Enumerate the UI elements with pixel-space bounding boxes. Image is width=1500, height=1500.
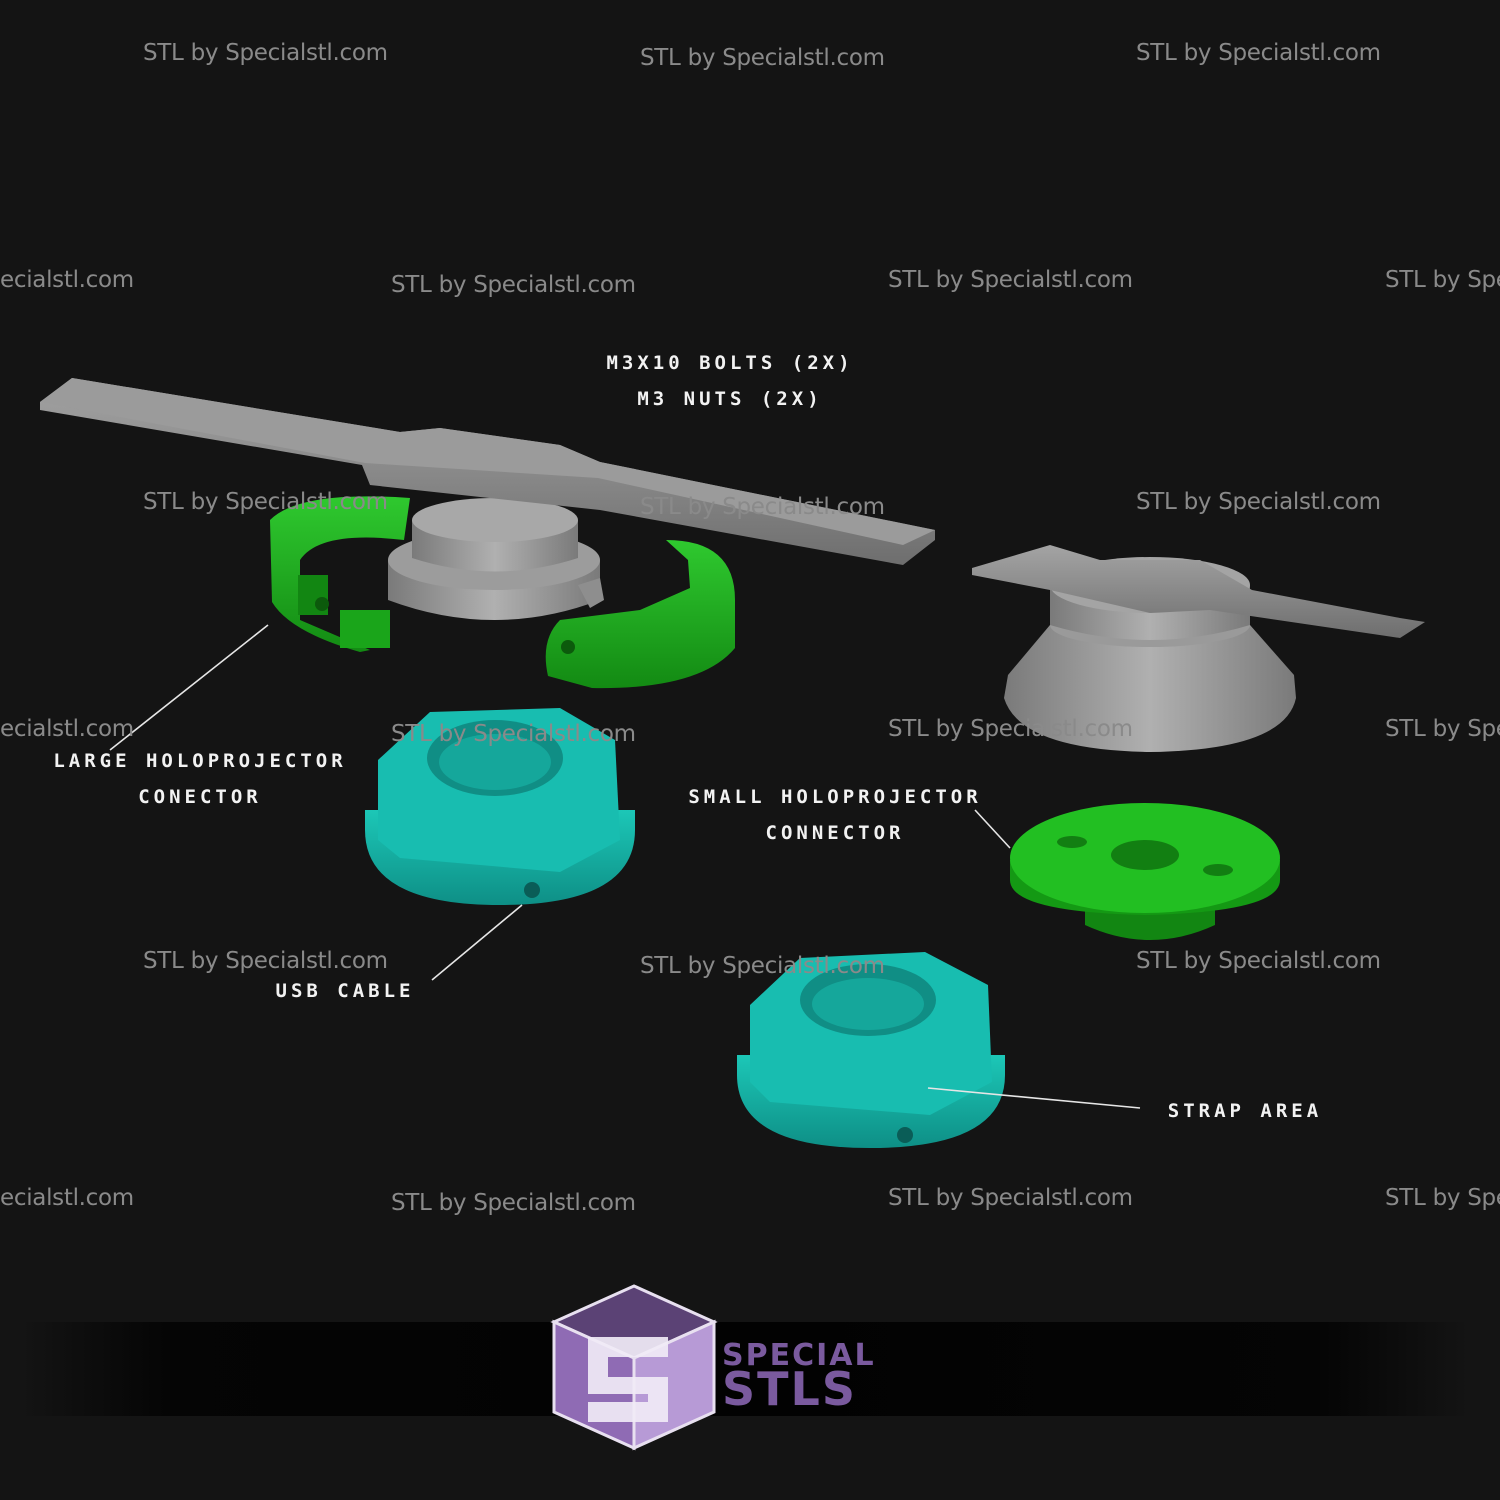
watermark: STL by Specialstl.com (1136, 40, 1381, 66)
large-cylinder (388, 498, 604, 620)
watermark: ecialstl.com (0, 716, 134, 742)
leader-small (974, 809, 1011, 849)
watermark: STL by Specialstl.com (391, 272, 636, 298)
leader-strap (927, 1087, 1141, 1109)
logo-bar (20, 1322, 1470, 1416)
watermark: STL by Specialstl.com (391, 1190, 636, 1216)
leader-usb (431, 904, 523, 981)
green-clamp-right (545, 540, 735, 689)
long-strap (40, 378, 935, 565)
label-large-holoprojector: LARGE HOLOPROJECTOR (53, 750, 347, 772)
green-disc (1010, 803, 1280, 940)
leader-large (109, 624, 269, 751)
logo-cube-icon (550, 1284, 718, 1451)
label-strap-area: STRAP AREA (1167, 1100, 1323, 1122)
watermark: STL by Specialstl.com (391, 721, 636, 747)
watermark: STL by Specialstl.com (640, 494, 885, 520)
watermark: STL by Specialstl.com (143, 489, 388, 515)
logo-text-special: SPECIAL (722, 1338, 876, 1373)
label-small-holoprojector: SMALL HOLOPROJECTOR (688, 786, 982, 808)
watermark: STL by Specialstl.com (143, 948, 388, 974)
label-nuts: M3 NUTS (2x) (637, 388, 823, 410)
small-strap (972, 545, 1425, 638)
watermark: STL by Spec (1385, 1185, 1500, 1211)
watermark: STL by Specialstl.com (888, 716, 1133, 742)
logo-text-stls: STLS (722, 1362, 857, 1416)
watermark: STL by Specialstl.com (1136, 489, 1381, 515)
label-small-connector: CONNECTOR (765, 822, 905, 844)
watermark: STL by Spec (1385, 716, 1500, 742)
label-large-conector: CONECTOR (138, 786, 262, 808)
watermark: STL by Spec (1385, 267, 1500, 293)
watermark: STL by Specialstl.com (888, 1185, 1133, 1211)
watermark: STL by Specialstl.com (640, 45, 885, 71)
watermark: STL by Specialstl.com (1136, 948, 1381, 974)
watermark: ecialstl.com (0, 267, 134, 293)
label-usb-cable: USB CABLE (275, 980, 415, 1002)
teal-connector-lower (737, 952, 1005, 1148)
label-bolts: M3x10 BOLTS (2x) (606, 352, 854, 374)
watermark: STL by Specialstl.com (640, 953, 885, 979)
green-clamp-left (270, 496, 410, 652)
watermark: ecialstl.com (0, 1185, 134, 1211)
watermark: STL by Specialstl.com (888, 267, 1133, 293)
teal-connector-upper (365, 708, 635, 905)
watermark: STL by Specialstl.com (143, 40, 388, 66)
